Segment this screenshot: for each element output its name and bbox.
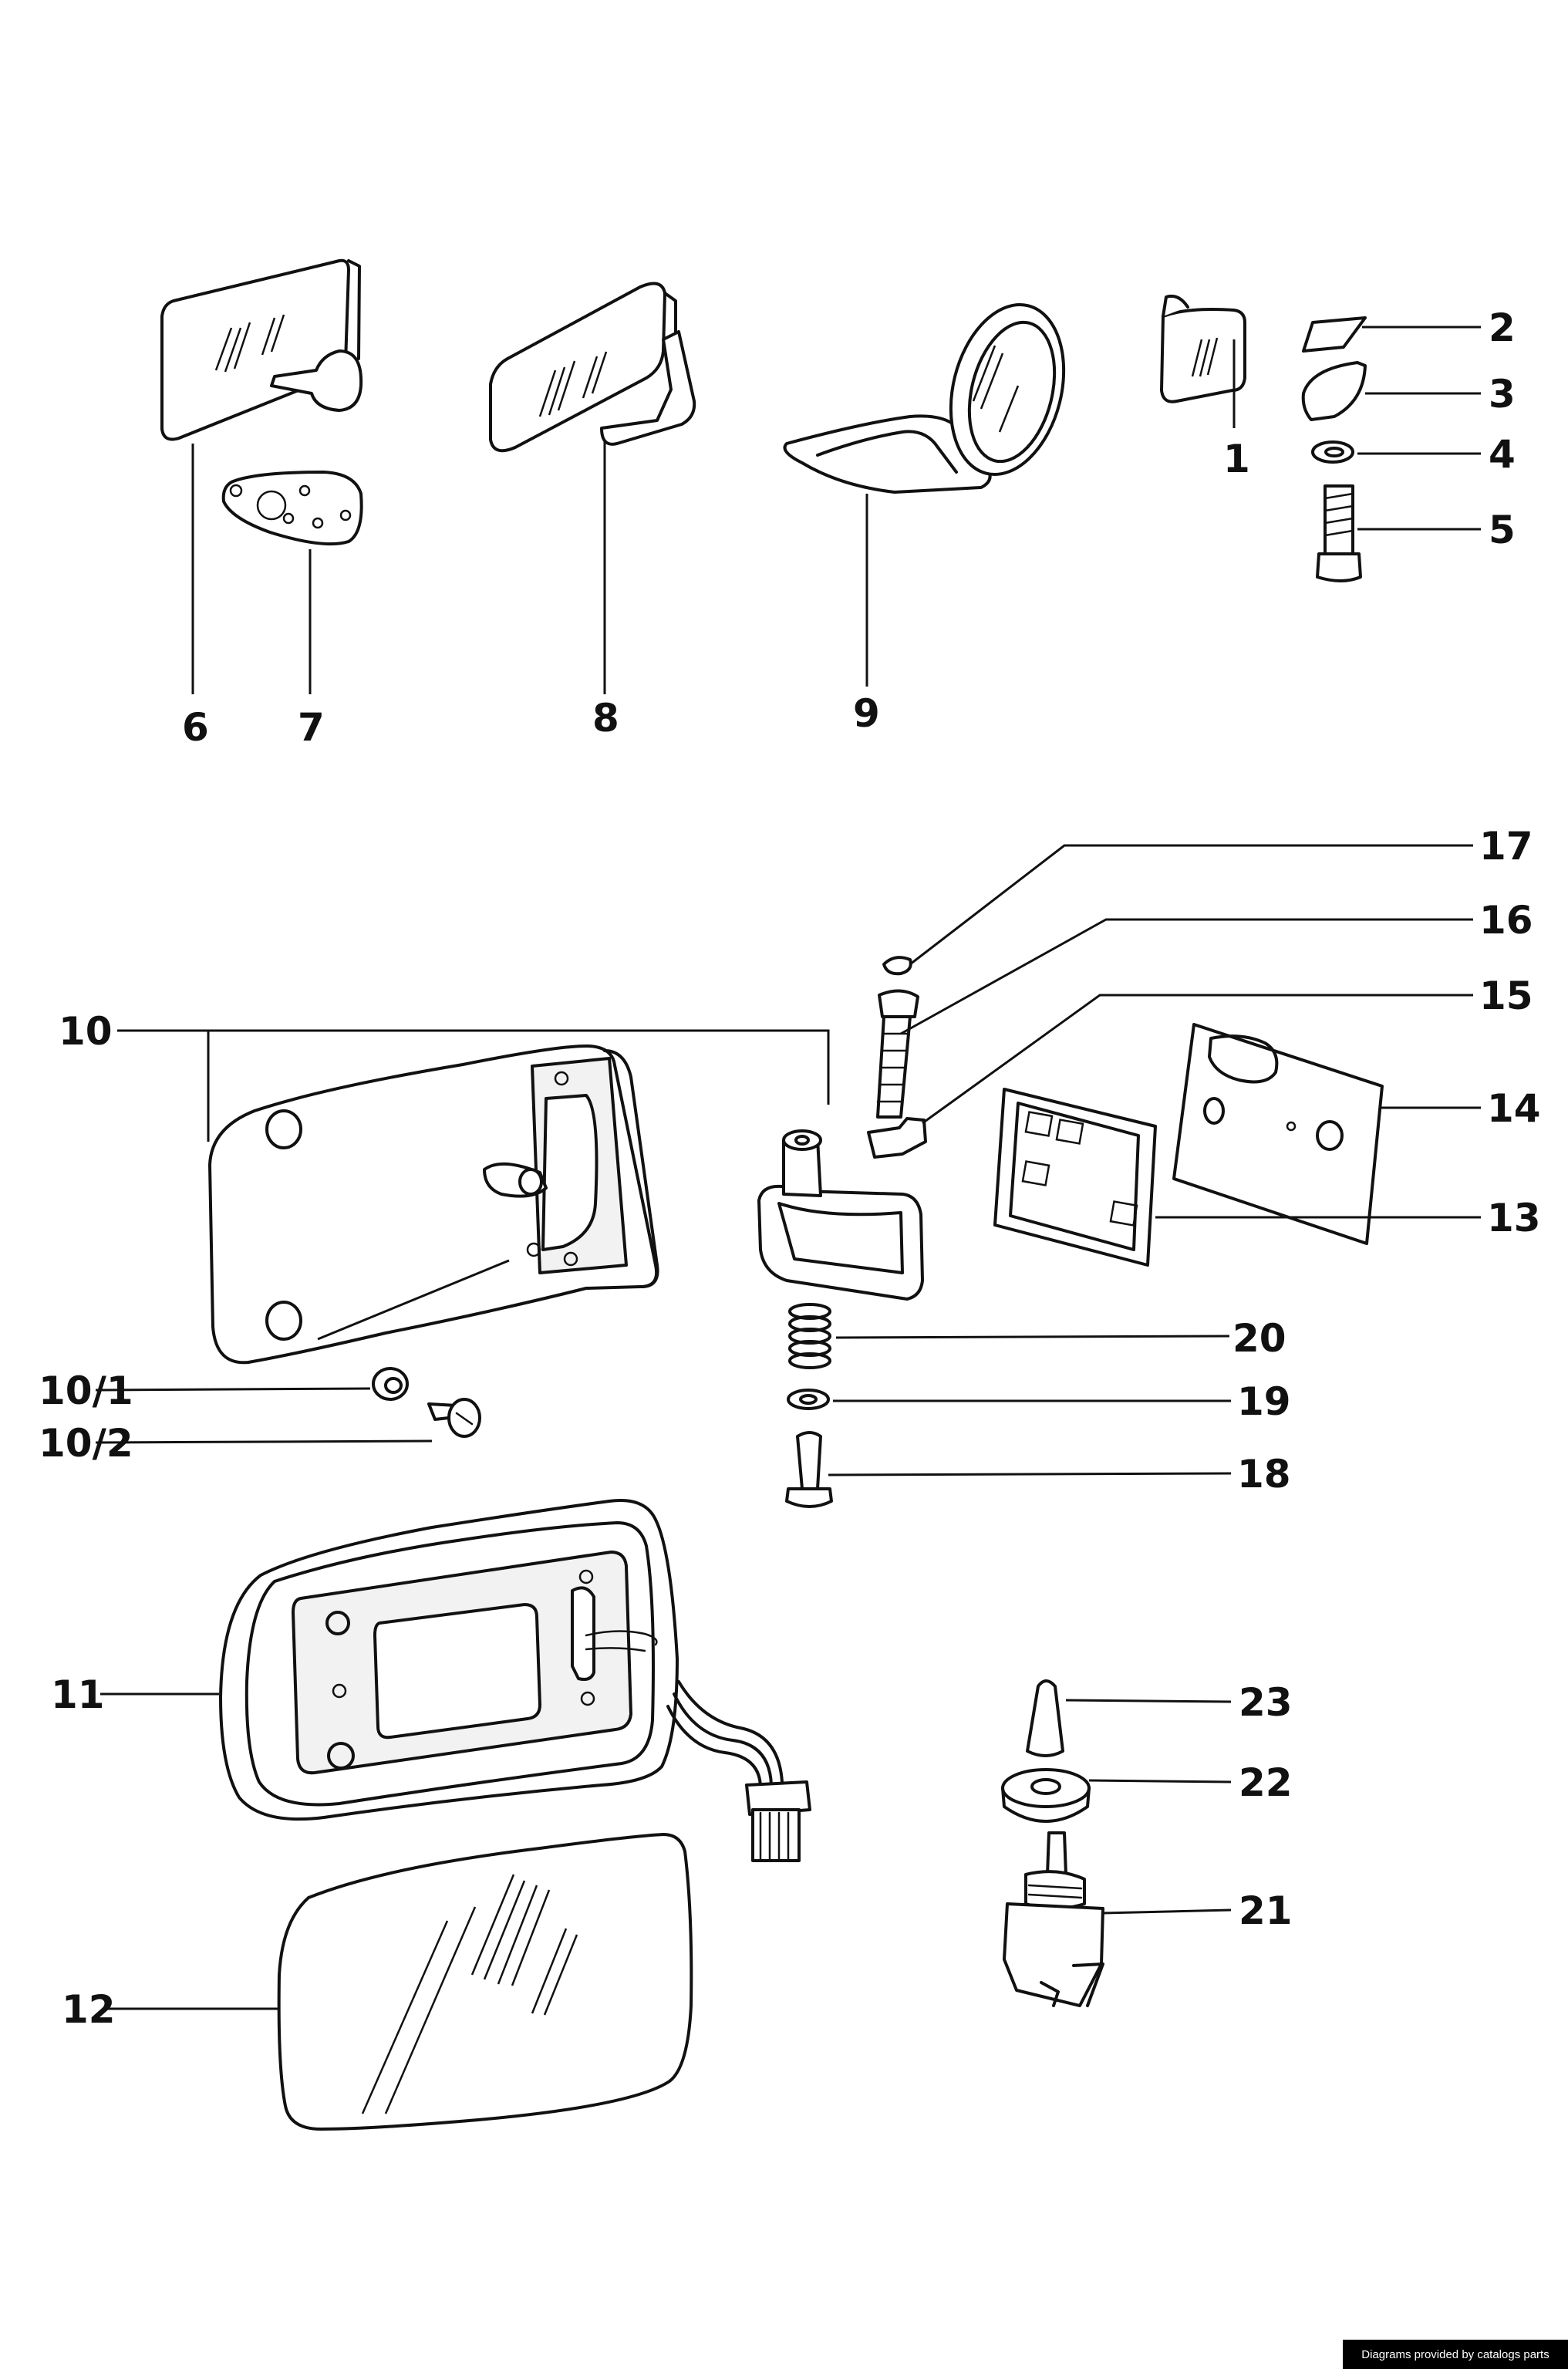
part-2-glass-pad[interactable] bbox=[1302, 316, 1367, 353]
part-23-knob-cap[interactable] bbox=[1026, 1679, 1064, 1757]
part-21-toggle-switch[interactable] bbox=[1003, 1831, 1104, 2007]
callout-20: 20 bbox=[1232, 1316, 1286, 1361]
part-1-mirror-glass[interactable] bbox=[1160, 294, 1246, 403]
part-10-exterior-mirror-housing[interactable] bbox=[208, 1044, 659, 1365]
part-3-glass-pad[interactable] bbox=[1301, 361, 1367, 421]
callout-16: 16 bbox=[1479, 898, 1533, 943]
part-22-bezel-nut[interactable] bbox=[1001, 1768, 1091, 1823]
part-15-bracket[interactable] bbox=[867, 1117, 927, 1159]
part-18-pivot-pin[interactable] bbox=[785, 1431, 833, 1508]
part-4-washer[interactable] bbox=[1311, 440, 1354, 464]
callout-23: 23 bbox=[1239, 1680, 1293, 1725]
callout-10: 10 bbox=[59, 1009, 113, 1054]
part-9-round-exterior-mirror[interactable] bbox=[783, 292, 1081, 494]
callout-1: 1 bbox=[1223, 437, 1250, 481]
part-7-mounting-plate[interactable] bbox=[221, 471, 363, 546]
callout-10-1: 10/1 bbox=[39, 1368, 133, 1413]
part-20-spring[interactable] bbox=[788, 1303, 831, 1369]
callout-22: 22 bbox=[1239, 1760, 1293, 1805]
part-16-screw[interactable] bbox=[876, 989, 919, 1119]
part-19-washer[interactable] bbox=[787, 1389, 830, 1410]
callout-17: 17 bbox=[1479, 824, 1533, 869]
callout-2: 2 bbox=[1489, 305, 1516, 350]
callout-15: 15 bbox=[1479, 974, 1533, 1018]
part-10-2-screw[interactable] bbox=[427, 1398, 481, 1438]
callout-13: 13 bbox=[1487, 1196, 1541, 1240]
callout-5: 5 bbox=[1489, 508, 1516, 552]
leader-lines bbox=[95, 326, 1481, 2010]
callout-6: 6 bbox=[182, 705, 209, 750]
callout-12: 12 bbox=[62, 1987, 116, 2032]
callout-7: 7 bbox=[298, 705, 325, 750]
part-17-clip[interactable] bbox=[882, 956, 912, 976]
callout-3: 3 bbox=[1489, 372, 1516, 417]
part-14-gasket-plate[interactable] bbox=[1172, 1023, 1384, 1245]
callout-9: 9 bbox=[853, 691, 880, 736]
callout-11: 11 bbox=[51, 1672, 105, 1717]
part-11-mirror-housing[interactable] bbox=[219, 1499, 811, 1862]
callout-labels: 1 2 3 4 5 6 7 8 9 17 16 15 10 14 13 20 1… bbox=[39, 305, 1541, 2032]
callout-10-2: 10/2 bbox=[39, 1421, 133, 1466]
part-8-interior-mirror[interactable] bbox=[489, 282, 696, 453]
callout-19: 19 bbox=[1237, 1379, 1291, 1424]
part-10-1-grommet[interactable] bbox=[372, 1367, 409, 1401]
part-6-interior-mirror[interactable] bbox=[160, 258, 363, 441]
callout-21: 21 bbox=[1239, 1888, 1293, 1933]
callout-14: 14 bbox=[1487, 1086, 1541, 1131]
callout-4: 4 bbox=[1489, 432, 1516, 477]
mirror-mount-base bbox=[757, 1129, 924, 1301]
callout-8: 8 bbox=[592, 696, 619, 741]
part-13-gasket[interactable] bbox=[993, 1088, 1157, 1267]
callout-18: 18 bbox=[1237, 1452, 1291, 1497]
part-12-mirror-glass[interactable] bbox=[277, 1833, 693, 2131]
part-5-bolt[interactable] bbox=[1316, 484, 1362, 582]
credit-badge: Diagrams provided by catalogs parts bbox=[1343, 2340, 1568, 2369]
